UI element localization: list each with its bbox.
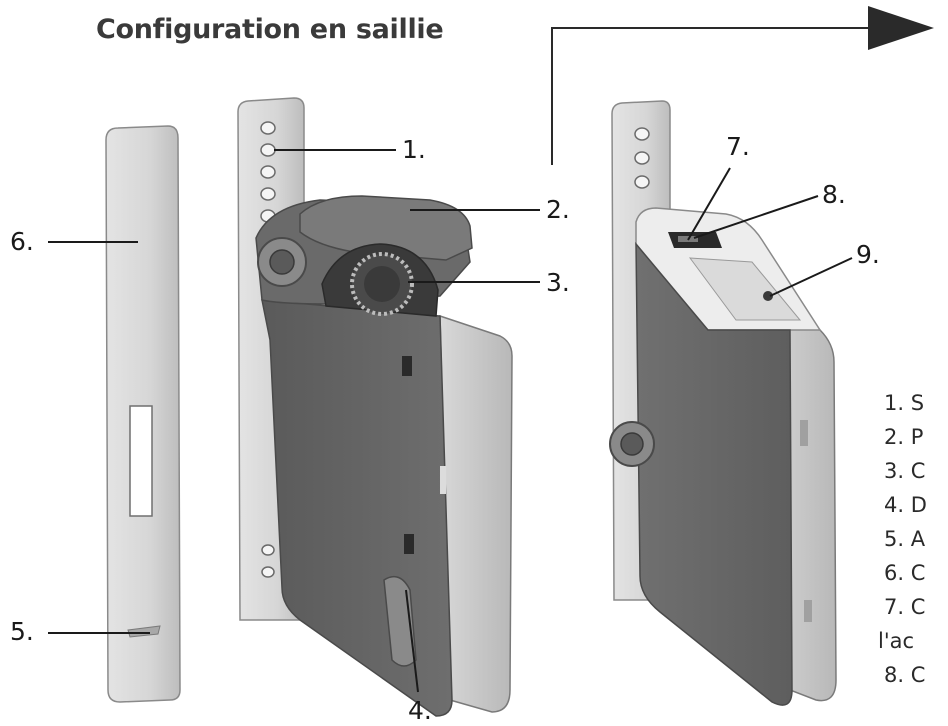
legend-item-3: 3. C [884, 459, 926, 483]
gear-icon [350, 252, 414, 316]
callout-6: 6. [10, 227, 34, 256]
legend-item-7: 7. C [884, 595, 926, 619]
leader-lines [48, 149, 853, 693]
legend-item-1: 1. S [884, 391, 925, 415]
callout-4: 4. [408, 696, 432, 725]
left-unit [255, 195, 513, 717]
legend-item-8: 8. C [884, 663, 926, 687]
callout-8: 8. [822, 180, 846, 209]
callout-7: 7. [726, 132, 750, 161]
callout-3: 3. [546, 268, 570, 297]
flow-arrow [551, 6, 934, 165]
callout-5: 5. [10, 617, 34, 646]
right-unit [609, 207, 837, 706]
callout-9: 9. [856, 240, 880, 269]
legend-item-6: 6. C [884, 561, 926, 585]
callout-2: 2. [546, 195, 570, 224]
legend-item-5: 5. A [884, 527, 926, 551]
cover-plate [105, 125, 181, 703]
legend-item-2: 2. P [884, 425, 924, 449]
diagram-title: Configuration en saillie [96, 14, 444, 45]
callout-1: 1. [402, 135, 426, 164]
legend-item-7-continued: l'ac [878, 629, 915, 653]
legend-item-4: 4. D [884, 493, 927, 517]
legend-list: 1. S 2. P 3. C 4. D 5. A 6. C 7. C l'ac … [878, 386, 927, 692]
